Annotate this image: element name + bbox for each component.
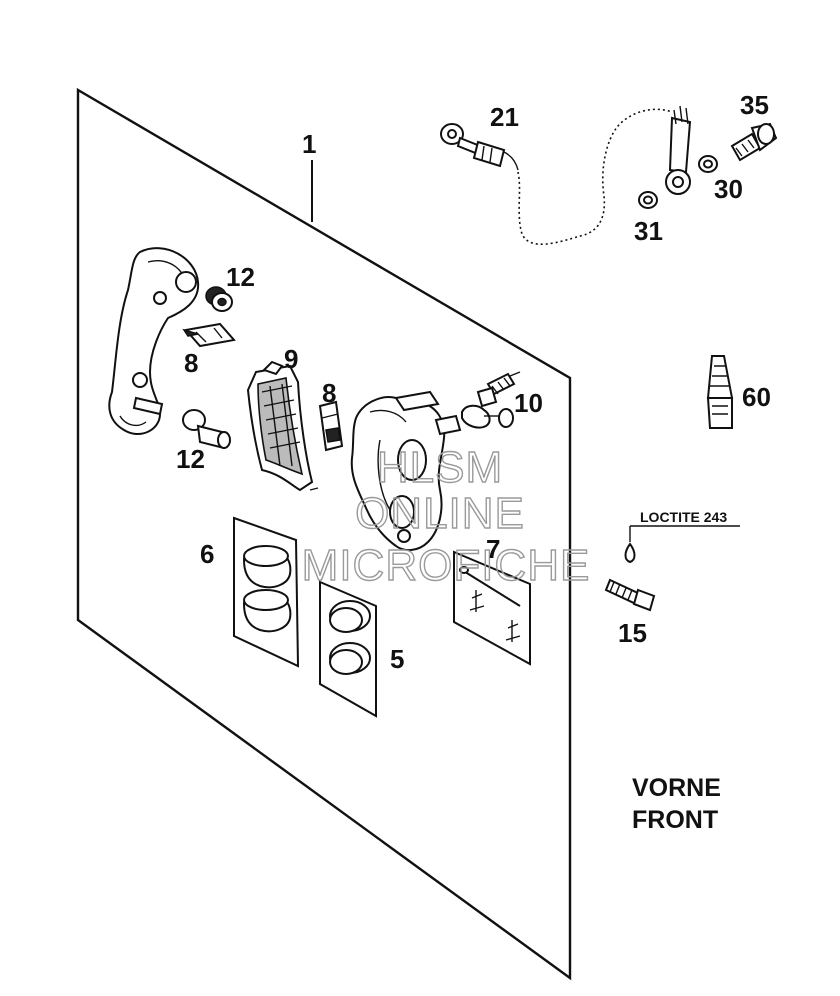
callout-8-left: 8	[184, 348, 198, 378]
callout-8-right: 8	[322, 378, 336, 408]
callout-7: 7	[486, 534, 500, 564]
callout-6: 6	[200, 539, 214, 569]
washer-31	[638, 191, 658, 209]
callout-12-bottom: 12	[176, 444, 205, 474]
front-label-de: VORNE	[632, 774, 721, 802]
callout-30: 30	[714, 174, 743, 204]
callout-21: 21	[490, 102, 519, 132]
caliper-bracket	[108, 247, 200, 435]
pad-spring-8-right	[318, 400, 344, 452]
callout-60: 60	[742, 382, 771, 412]
callout-31: 31	[634, 216, 663, 246]
front-label-en: FRONT	[632, 806, 718, 834]
brake-pad-9	[246, 360, 319, 492]
bleeder-valve-10	[461, 371, 521, 429]
seals-5	[319, 580, 377, 718]
callout-10: 10	[514, 388, 543, 418]
pin-kit-7	[453, 550, 531, 666]
callout-5: 5	[390, 644, 404, 674]
banjo-bolt-35	[730, 122, 778, 162]
callout-1: 1	[302, 129, 316, 159]
watermark-line-3: MICROFICHE	[302, 541, 591, 590]
loctite-bottle-60	[706, 355, 734, 429]
callout-15: 15	[618, 618, 647, 648]
watermark-line-2: ONLINE	[355, 489, 525, 538]
callout-35: 35	[740, 90, 769, 120]
callout-9: 9	[284, 344, 298, 374]
callout-12-top: 12	[226, 262, 255, 292]
bolt-15	[604, 525, 740, 612]
caliper-body	[350, 390, 462, 552]
bushing-12-top	[205, 286, 233, 312]
watermark-line-1: HLSM	[377, 443, 503, 492]
pistons-6	[233, 516, 300, 668]
washer-30	[698, 155, 718, 173]
slider-pin-12	[182, 409, 231, 450]
loctite-note: LOCTITE 243	[640, 509, 727, 525]
pad-spring-8-left	[182, 322, 236, 348]
assembly-panel	[76, 87, 572, 981]
brake-hose-21	[440, 105, 692, 246]
